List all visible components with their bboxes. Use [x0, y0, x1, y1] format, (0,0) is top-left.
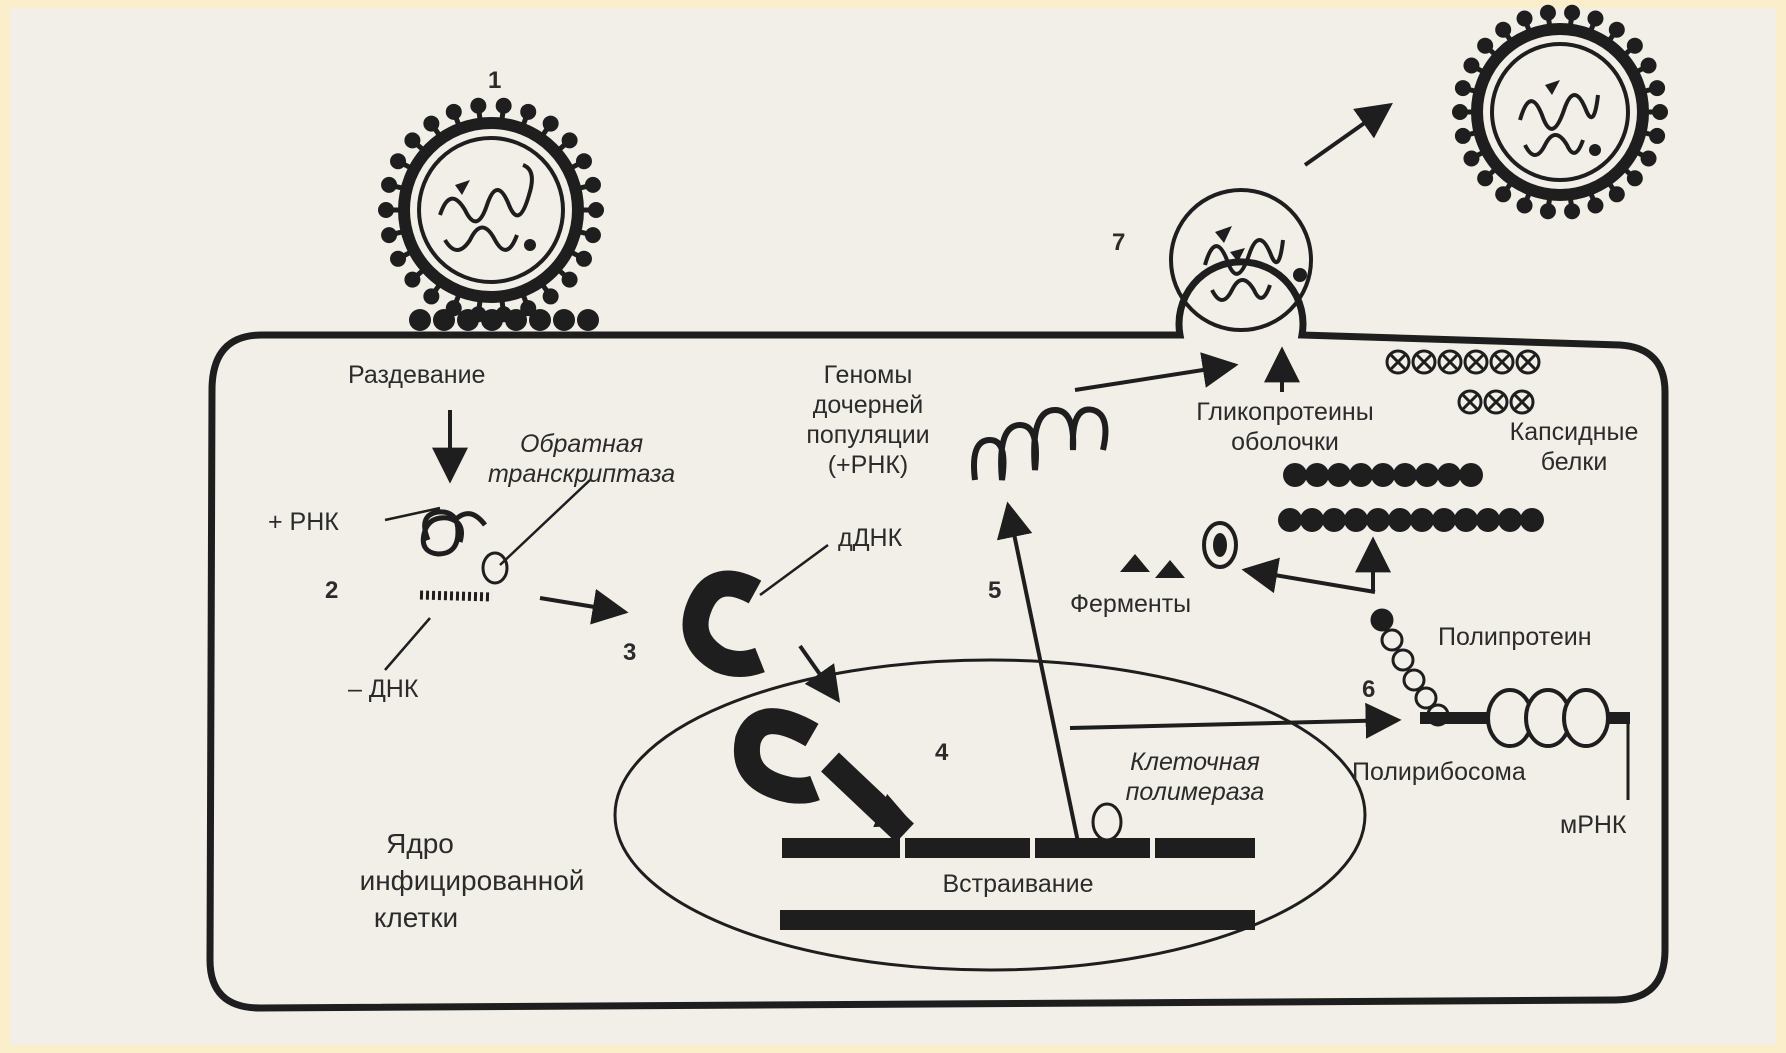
label-polyribosome: Полирибосома — [1352, 758, 1526, 786]
svg-text:Капсидные: Капсидные — [1510, 418, 1639, 446]
cell-polymerase-graphic — [1093, 804, 1121, 840]
step-number-3: 3 — [623, 639, 636, 666]
step-number-1: 1 — [488, 67, 501, 94]
label-reverse-transcriptase-1: Обратная — [520, 430, 643, 458]
label-enzymes: Ферменты — [1070, 590, 1191, 618]
label-reverse-transcriptase-2: транскриптаза — [488, 460, 675, 488]
step-number-5: 5 — [988, 577, 1001, 604]
svg-text:(+РНК): (+РНК) — [828, 451, 909, 479]
svg-text:оболочки: оболочки — [1231, 428, 1339, 456]
label-uncoating: Раздевание — [348, 361, 485, 389]
svg-text:полимераза: полимераза — [1126, 778, 1265, 806]
step-number-7: 7 — [1112, 229, 1125, 256]
label-integration: Встраивание — [943, 870, 1094, 898]
svg-text:Ядро: Ядро — [386, 828, 454, 859]
label-minus-dna: – ДНК — [348, 675, 419, 703]
svg-text:белки: белки — [1541, 448, 1608, 476]
svg-text:клетки: клетки — [374, 902, 458, 933]
label-mrna: мРНК — [1560, 811, 1627, 839]
svg-text:Клеточная: Клеточная — [1130, 748, 1260, 776]
svg-text:Гликопротеины: Гликопротеины — [1196, 398, 1373, 426]
step-number-6: 6 — [1362, 676, 1375, 703]
svg-text:дочерней: дочерней — [813, 391, 923, 419]
step-number-4: 4 — [935, 739, 949, 766]
svg-text:популяции: популяции — [806, 421, 929, 449]
label-plus-rna: + РНК — [268, 508, 339, 536]
label-ddna: дДНК — [838, 524, 903, 552]
label-polyprotein: Полипротеин — [1438, 623, 1592, 651]
svg-text:инфицированной: инфицированной — [360, 865, 585, 896]
svg-text:Геномы: Геномы — [824, 361, 913, 389]
step-number-2: 2 — [325, 577, 338, 604]
